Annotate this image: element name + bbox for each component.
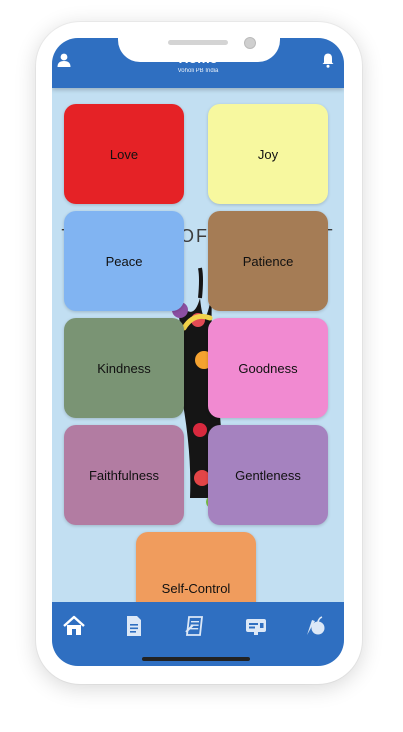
home-icon[interactable] bbox=[62, 614, 86, 638]
page-subtitle: Voholi PB India bbox=[177, 68, 219, 74]
app-screen: THE FRUIT OF THE SPIRIT Home Voholi PB I… bbox=[52, 38, 344, 666]
tile-kindness[interactable]: Kindness bbox=[64, 318, 184, 418]
tile-peace[interactable]: Peace bbox=[64, 211, 184, 311]
tile-goodness[interactable]: Goodness bbox=[208, 318, 328, 418]
tile-label: Goodness bbox=[238, 360, 298, 376]
tile-label: Joy bbox=[257, 146, 279, 162]
bottom-nav bbox=[52, 602, 344, 666]
tile-patience[interactable]: Patience bbox=[208, 211, 328, 311]
tile-faithfulness[interactable]: Faithfulness bbox=[64, 425, 184, 525]
device-notch bbox=[118, 22, 280, 62]
tile-label: Patience bbox=[242, 253, 294, 269]
tile-label: Love bbox=[109, 146, 139, 162]
document-icon[interactable] bbox=[122, 614, 146, 638]
speaker-grille bbox=[168, 40, 228, 45]
person-icon[interactable] bbox=[56, 52, 72, 68]
tile-love[interactable]: Love bbox=[64, 104, 184, 204]
camera-icon bbox=[244, 37, 256, 49]
tile-label: Self-Control bbox=[161, 581, 231, 596]
tile-joy[interactable]: Joy bbox=[208, 104, 328, 204]
tile-label: Kindness bbox=[97, 360, 151, 376]
tile-label: Peace bbox=[105, 253, 143, 269]
id-card-icon[interactable] bbox=[244, 614, 268, 638]
tile-label: Gentleness bbox=[235, 467, 301, 483]
tile-gentleness[interactable]: Gentleness bbox=[208, 425, 328, 525]
home-indicator[interactable] bbox=[142, 657, 250, 661]
fruits-icon[interactable] bbox=[304, 614, 328, 638]
bell-icon[interactable] bbox=[320, 52, 336, 68]
tile-label: Faithfulness bbox=[88, 467, 160, 483]
notes-icon[interactable] bbox=[183, 614, 207, 638]
